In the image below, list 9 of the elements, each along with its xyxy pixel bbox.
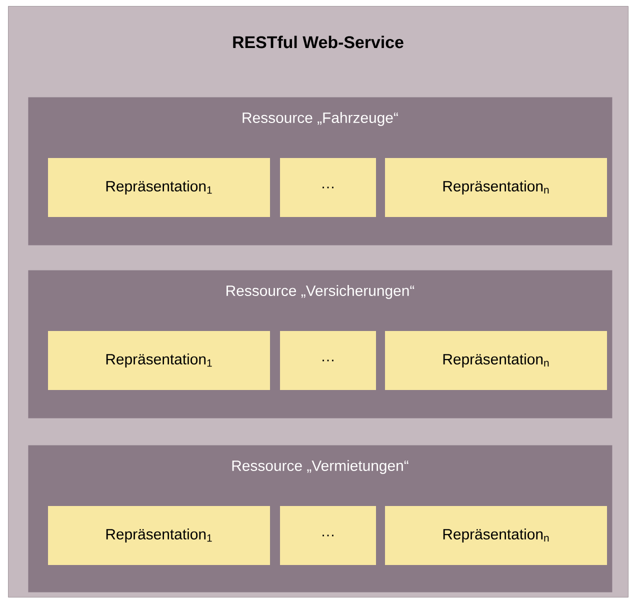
representation-box: Repräsentation$_{1}$ xyxy=(48,506,270,565)
representation-box: Repräsentation$_{n}$ xyxy=(385,158,607,217)
representation-box: Repräsentation$_{n}$ xyxy=(385,331,607,390)
representation-box: … xyxy=(280,331,376,390)
representation-box: … xyxy=(280,506,376,565)
representation-box: … xyxy=(280,158,376,217)
representation-box: Repräsentation$_{n}$ xyxy=(385,506,607,565)
representation-box: Repräsentation$_{1}$ xyxy=(48,331,270,390)
representation-box: Repräsentation$_{1}$ xyxy=(48,158,270,217)
